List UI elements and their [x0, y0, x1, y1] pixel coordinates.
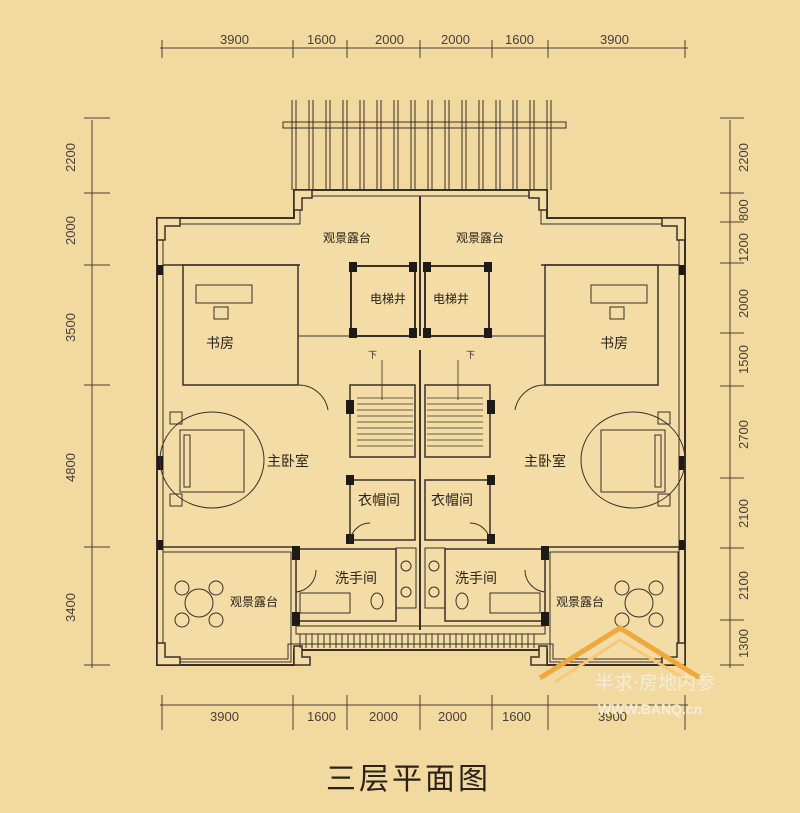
dim-top-2: 1600: [307, 32, 336, 47]
bottom-dimension-labels: 3900 1600 2000 2000 1600 3900: [210, 709, 627, 724]
watermark-english: WWW.BANQ.cn: [598, 701, 702, 717]
building-walls: [156, 189, 686, 666]
bottom-railing: [295, 625, 546, 648]
label-terrace-top-right: 观景露台: [456, 230, 504, 245]
right-dimension-labels: 2200 800 1200 2000 1500 2700 2100 2100 1…: [736, 143, 751, 658]
dim-left-3: 3500: [63, 313, 78, 342]
top-dimension-labels: 3900 1600 2000 2000 1600 3900: [220, 32, 629, 47]
dim-right-6: 2700: [736, 420, 751, 449]
label-master-left: 主卧室: [267, 453, 309, 470]
label-elevator-right: 电梯井: [433, 292, 469, 306]
dim-bottom-5: 1600: [502, 709, 531, 724]
dim-left-1: 2200: [63, 143, 78, 172]
dim-top-4: 2000: [441, 32, 470, 47]
bathroom-fixtures: [299, 547, 541, 614]
label-bath-left: 洗手间: [335, 571, 377, 587]
label-study-left: 书房: [206, 336, 234, 352]
dim-right-8: 2100: [736, 571, 751, 600]
watermark-chinese: 半求·房地内参: [595, 672, 715, 694]
dim-right-1: 2200: [736, 143, 751, 172]
dim-right-7: 2100: [736, 499, 751, 528]
label-terrace-bottom-left: 观景露台: [230, 594, 278, 609]
dim-bottom-1: 3900: [210, 709, 239, 724]
left-dimension-labels: 2200 2000 3500 4800 3400: [63, 143, 78, 622]
dim-bottom-3: 2000: [369, 709, 398, 724]
corner-ornaments: [156, 189, 686, 666]
dim-top-6: 3900: [600, 32, 629, 47]
dim-right-9: 1300: [736, 629, 751, 658]
top-pergola: [282, 100, 567, 190]
watermark: 半求·房地内参 WWW.BANQ.cn: [538, 625, 715, 717]
label-master-right: 主卧室: [524, 453, 566, 470]
watermark-house-icon: [538, 625, 702, 684]
dim-right-3: 1200: [736, 233, 751, 262]
dim-bottom-4: 2000: [438, 709, 467, 724]
door-swings: [295, 384, 546, 593]
plan-title: 三层平面图: [326, 762, 491, 797]
dim-top-5: 1600: [505, 32, 534, 47]
dim-top-1: 3900: [220, 32, 249, 47]
dim-left-5: 3400: [63, 593, 78, 622]
label-terrace-bottom-right: 观景露台: [556, 594, 604, 609]
dim-left-2: 2000: [63, 216, 78, 245]
stairs: [357, 360, 483, 447]
label-bath-right: 洗手间: [455, 571, 497, 587]
study-furniture: [195, 284, 648, 320]
dim-left-4: 4800: [63, 453, 78, 482]
dim-right-4: 2000: [736, 289, 751, 318]
dim-top-3: 2000: [375, 32, 404, 47]
dim-right-2: 800: [736, 199, 751, 221]
bedroom-furniture: [159, 411, 686, 509]
label-closet-right: 衣帽间: [431, 493, 473, 509]
label-study-right: 书房: [600, 336, 628, 352]
stair-mark-right: 下: [466, 351, 475, 361]
stair-mark-left: 下: [368, 351, 377, 361]
label-closet-left: 衣帽间: [358, 493, 400, 509]
label-elevator-left: 电梯井: [370, 292, 406, 306]
label-terrace-top-left: 观景露台: [323, 230, 371, 245]
dim-right-5: 1500: [736, 345, 751, 374]
terrace-tables: [174, 580, 664, 628]
dimension-lines: [84, 40, 744, 730]
room-labels: 观景露台 观景露台 电梯井 电梯井 书房 书房 主卧室 主卧室 衣帽间 衣帽间 …: [206, 230, 628, 609]
dim-bottom-2: 1600: [307, 709, 336, 724]
dim-bottom-6: 3900: [598, 709, 627, 724]
